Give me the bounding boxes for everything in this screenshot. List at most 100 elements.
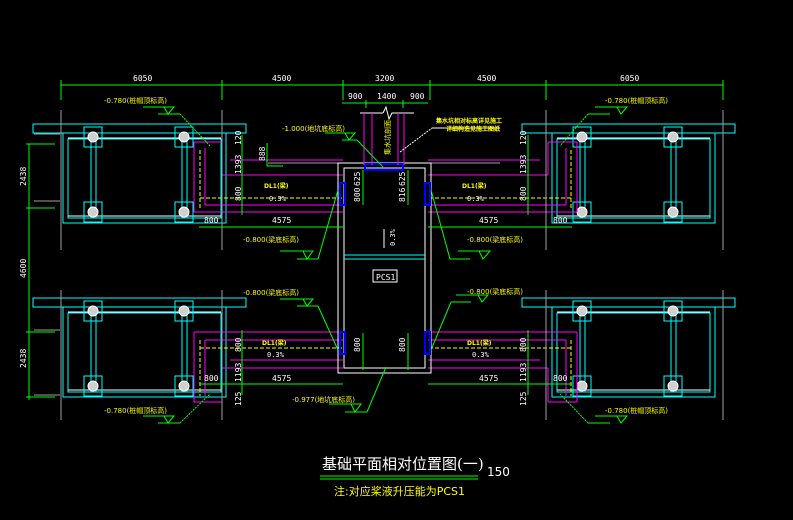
cap-frame-inner bbox=[556, 312, 711, 393]
cap-frame-outer bbox=[62, 306, 227, 398]
dim-top-3: 3200 bbox=[375, 74, 394, 83]
level-bottom-center: -0.977(地坑底标高) bbox=[292, 395, 355, 404]
cap-strip bbox=[32, 297, 247, 308]
top-dimension-chain bbox=[60, 80, 724, 108]
pile-icon bbox=[178, 206, 190, 218]
pile-box bbox=[83, 300, 103, 322]
pile-box bbox=[663, 126, 683, 148]
pile-icon bbox=[667, 131, 679, 143]
dim-120-tr: 120 bbox=[519, 130, 528, 145]
dim-left-2: 4600 bbox=[19, 259, 28, 278]
top-note-line2: 详细构造见施工图纸 bbox=[446, 125, 500, 133]
pit-dim-816-r: 816 bbox=[398, 187, 407, 202]
pile-box bbox=[663, 375, 683, 397]
level-center-top: -1.000(地坑底标高) bbox=[282, 124, 345, 133]
dim-1193-br: 1193 bbox=[519, 363, 528, 382]
beam-label-tl: DL1(梁) bbox=[264, 182, 289, 190]
slope-br: 0.3% bbox=[472, 351, 490, 359]
pile-icon bbox=[667, 305, 679, 317]
pile-icon bbox=[178, 305, 190, 317]
dim-125-bl: 125 bbox=[234, 391, 243, 406]
cap-frame-outer bbox=[551, 132, 716, 224]
slope-bl: 0.3% bbox=[267, 351, 285, 359]
pit-dim-625-l: 625 bbox=[353, 171, 362, 186]
pit-section-label: 集水坑剖面 bbox=[383, 120, 392, 155]
dim-sub-3: 900 bbox=[410, 92, 425, 101]
pit-dim-625-r: 625 bbox=[398, 171, 407, 186]
beam-label-tr: DL1(梁) bbox=[462, 182, 487, 190]
dim-sub-1: 900 bbox=[348, 92, 363, 101]
cap-frame-inner bbox=[556, 138, 711, 219]
pit-dimensions bbox=[362, 170, 409, 370]
pile-box bbox=[174, 375, 194, 397]
pile-caps bbox=[32, 123, 736, 398]
drawing-note: 注:对应桨液升压能为PCS1 bbox=[334, 484, 465, 498]
dim-top-2: 4500 bbox=[272, 74, 291, 83]
pile-icon bbox=[576, 206, 588, 218]
cap-strip bbox=[521, 123, 736, 134]
dim-4575-bl: 4575 bbox=[272, 374, 291, 383]
level-bottom-right: -0.780(桩帽顶标高) bbox=[605, 406, 668, 415]
dim-4575-br: 4575 bbox=[479, 374, 498, 383]
center-slope: 0.3% bbox=[389, 228, 397, 246]
pile-icon bbox=[576, 380, 588, 392]
pile-box bbox=[174, 201, 194, 223]
pile-icon bbox=[576, 131, 588, 143]
left-dimension-chain bbox=[26, 143, 55, 400]
pile-icon bbox=[667, 206, 679, 218]
cap-frame-inner bbox=[67, 312, 222, 393]
center-pit bbox=[337, 105, 500, 374]
cap-strip bbox=[521, 297, 736, 308]
pile-icon bbox=[87, 206, 99, 218]
pile-icon bbox=[178, 380, 190, 392]
dim-1393-tl: 1393 bbox=[234, 155, 243, 174]
top-note-line1: 集水坑相对标高详见施工 bbox=[435, 117, 502, 125]
pile-icon bbox=[667, 380, 679, 392]
beam-label-br: DL1(梁) bbox=[467, 339, 492, 347]
pile-box bbox=[572, 126, 592, 148]
pile-box bbox=[663, 201, 683, 223]
pit-dim-800-br: 800 bbox=[398, 337, 407, 352]
level-mid-top-right: -0.800(梁底标高) bbox=[467, 235, 523, 244]
pile-box bbox=[83, 126, 103, 148]
level-leaders bbox=[143, 106, 629, 424]
level-top-left: -0.780(桩帽顶标高) bbox=[104, 96, 167, 105]
drawing-scale: 150 bbox=[487, 465, 510, 479]
dim-800-br: 800 bbox=[553, 374, 568, 383]
dim-1393-tr: 1393 bbox=[519, 155, 528, 174]
cap-frame-outer bbox=[551, 306, 716, 398]
dim-4575-tr: 4575 bbox=[479, 216, 498, 225]
beam-label-bl: DL1(梁) bbox=[262, 339, 287, 347]
cap-frame-outer bbox=[62, 132, 227, 224]
pit-dim-800-bl: 800 bbox=[353, 337, 362, 352]
dim-1193-bl: 1193 bbox=[234, 363, 243, 382]
pile-box bbox=[572, 375, 592, 397]
dim-4575-tl: 4575 bbox=[272, 216, 291, 225]
dim-888: 888 bbox=[258, 146, 267, 161]
beam-dimension-lines bbox=[199, 135, 572, 395]
level-bottom-left: -0.780(桩帽顶标高) bbox=[104, 406, 167, 415]
slope-tr: 0.3% bbox=[467, 195, 485, 203]
pile-icon bbox=[87, 305, 99, 317]
pile-box bbox=[83, 375, 103, 397]
pile-box bbox=[83, 201, 103, 223]
level-mid-bottom-left: -0.800(梁底标高) bbox=[243, 288, 299, 297]
dim-800-tl: 800 bbox=[204, 216, 219, 225]
pile-icon bbox=[576, 305, 588, 317]
dim-left-3: 2438 bbox=[19, 349, 28, 368]
dim-120-tl: 120 bbox=[234, 130, 243, 145]
slope-tl: 0.3% bbox=[269, 195, 287, 203]
level-mid-bottom-right: -0.800(梁底标高) bbox=[467, 287, 523, 296]
pile-box bbox=[174, 300, 194, 322]
cap-frame-inner bbox=[67, 138, 222, 219]
dim-left-1: 2438 bbox=[19, 167, 28, 186]
pit-dim-800-l: 800 bbox=[353, 187, 362, 202]
dim-800-tr: 800 bbox=[553, 216, 568, 225]
drawing-title: 基础平面相对位置图(一) bbox=[322, 455, 484, 473]
level-mid-top-left: -0.800(梁底标高) bbox=[243, 235, 299, 244]
pile-icon bbox=[178, 131, 190, 143]
dim-sub-2: 1400 bbox=[377, 92, 396, 101]
pile-icon bbox=[87, 380, 99, 392]
pile-box bbox=[663, 300, 683, 322]
